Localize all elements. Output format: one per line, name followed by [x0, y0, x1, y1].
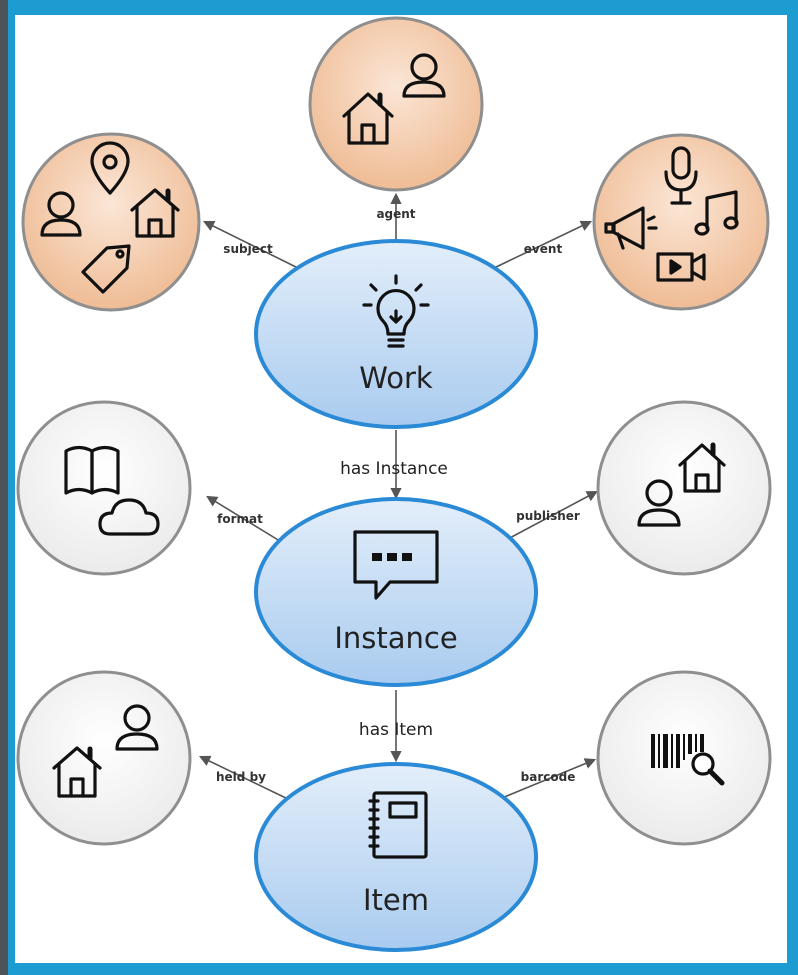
- node-label-work: Work: [359, 361, 433, 395]
- notebook-icon: [368, 791, 428, 859]
- megaphone-icon: [604, 206, 658, 250]
- held-by-circle: [16, 670, 192, 846]
- subject-circle: [21, 132, 201, 312]
- agent-circle: [308, 16, 484, 192]
- edge-event-line: [493, 220, 593, 269]
- edge-held-by-line: [198, 755, 291, 801]
- edge-publisher-line: [505, 490, 598, 541]
- magnifier-icon: [691, 752, 725, 786]
- edge-label-subject: subject: [223, 242, 273, 256]
- person-icon: [115, 704, 159, 751]
- format-circle: [16, 400, 192, 576]
- person-icon: [402, 53, 446, 98]
- node-item: Item: [254, 762, 538, 952]
- edge-label-format: format: [217, 512, 263, 526]
- open-book-icon: [64, 445, 120, 495]
- person-icon: [40, 191, 82, 237]
- node-instance: Instance: [254, 497, 538, 687]
- node-label-instance: Instance: [334, 621, 457, 655]
- edge-format-line: [206, 495, 289, 547]
- music-note-icon: [694, 190, 739, 236]
- edge-label-barcode: barcode: [521, 770, 576, 784]
- lightbulb-icon: [362, 274, 430, 348]
- tag-icon: [81, 244, 131, 294]
- edge-barcode-line: [501, 758, 597, 799]
- connectors: [198, 192, 598, 801]
- house-icon: [52, 746, 102, 798]
- barcode-circle: [596, 670, 772, 846]
- edge-label-has-item: has Item: [359, 720, 433, 740]
- node-label-item: Item: [363, 883, 429, 917]
- edge-label-event: event: [524, 242, 563, 256]
- node-work: Work: [254, 239, 538, 429]
- edge-label-publisher: publisher: [516, 509, 580, 523]
- edge-label-held-by: held by: [216, 770, 266, 784]
- location-pin-icon: [90, 141, 130, 195]
- microphone-icon: [664, 146, 698, 205]
- speech-bubble-icon: [353, 530, 439, 600]
- edge-label-has-instance: has Instance: [340, 459, 448, 479]
- cloud-icon: [98, 498, 160, 536]
- house-icon: [130, 188, 180, 238]
- event-circle: [592, 133, 770, 311]
- person-icon: [637, 479, 681, 527]
- video-camera-icon: [656, 252, 706, 282]
- barcode-icon: [651, 734, 704, 768]
- edge-label-agent: agent: [376, 207, 415, 221]
- publisher-circle: [596, 400, 772, 576]
- house-icon: [678, 442, 726, 493]
- edge-subject-line: [202, 220, 299, 269]
- house-icon: [342, 92, 394, 145]
